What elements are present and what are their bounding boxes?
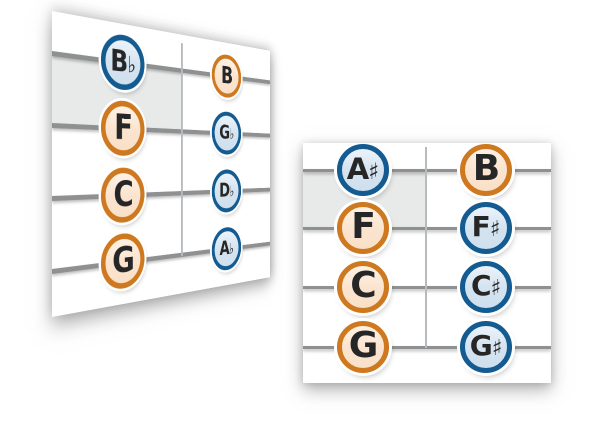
flat-sign: ♭ — [229, 125, 235, 143]
note-d-flat: D♭ — [211, 169, 242, 214]
sharp-sign: ♯ — [490, 276, 502, 301]
sharp-sign: ♯ — [489, 217, 501, 242]
note-label: B — [472, 148, 500, 189]
note-g: G — [100, 231, 145, 293]
note-label: G — [348, 325, 379, 366]
sharp-sign: ♯ — [368, 158, 380, 185]
note-label: C — [113, 173, 133, 215]
note-label: C♯ — [470, 269, 502, 302]
flat-sign: ♭ — [127, 51, 136, 79]
note-a-sharp: A♯ — [337, 144, 389, 196]
note-label: B — [221, 60, 233, 90]
note-label: C — [350, 265, 376, 306]
note-c: C — [100, 167, 145, 225]
note-g-sharp: G♯ — [460, 321, 512, 373]
note-c-sharp: C♯ — [460, 261, 512, 313]
string-line-2 — [303, 226, 551, 230]
note-g-flat: G♭ — [211, 110, 242, 155]
note-f-sharp: F♯ — [460, 202, 512, 254]
note-label: G♯ — [469, 329, 503, 362]
note-g: G — [337, 321, 389, 373]
note-label: D♭ — [219, 178, 235, 202]
string-line-4 — [303, 345, 551, 349]
fret-line — [425, 147, 427, 348]
note-b: B — [211, 52, 242, 99]
string-line-3 — [303, 285, 551, 289]
note-label: F — [351, 206, 376, 247]
note-c: C — [337, 261, 389, 313]
note-label: A♭ — [219, 236, 234, 260]
note-label: F♯ — [471, 210, 501, 243]
note-label: G — [112, 238, 135, 282]
flat-sign: ♭ — [229, 240, 234, 258]
fret-line — [180, 43, 183, 257]
flat-spelling-card: B♭ F C G B G♭ D♭ A♭ — [52, 11, 270, 317]
sharp-spelling-card: A♯ F C G B F♯ C♯ G♯ — [303, 143, 551, 383]
note-f: F — [337, 202, 389, 254]
sharp-sign: ♯ — [491, 336, 503, 361]
note-label: G♭ — [219, 120, 235, 144]
note-a-flat: A♭ — [211, 225, 242, 273]
note-b: B — [460, 144, 512, 196]
flat-sign: ♭ — [229, 183, 235, 200]
string-line-1 — [303, 168, 551, 172]
note-label: B♭ — [110, 42, 136, 80]
note-label: F — [114, 106, 133, 148]
note-label: A♯ — [346, 151, 380, 186]
